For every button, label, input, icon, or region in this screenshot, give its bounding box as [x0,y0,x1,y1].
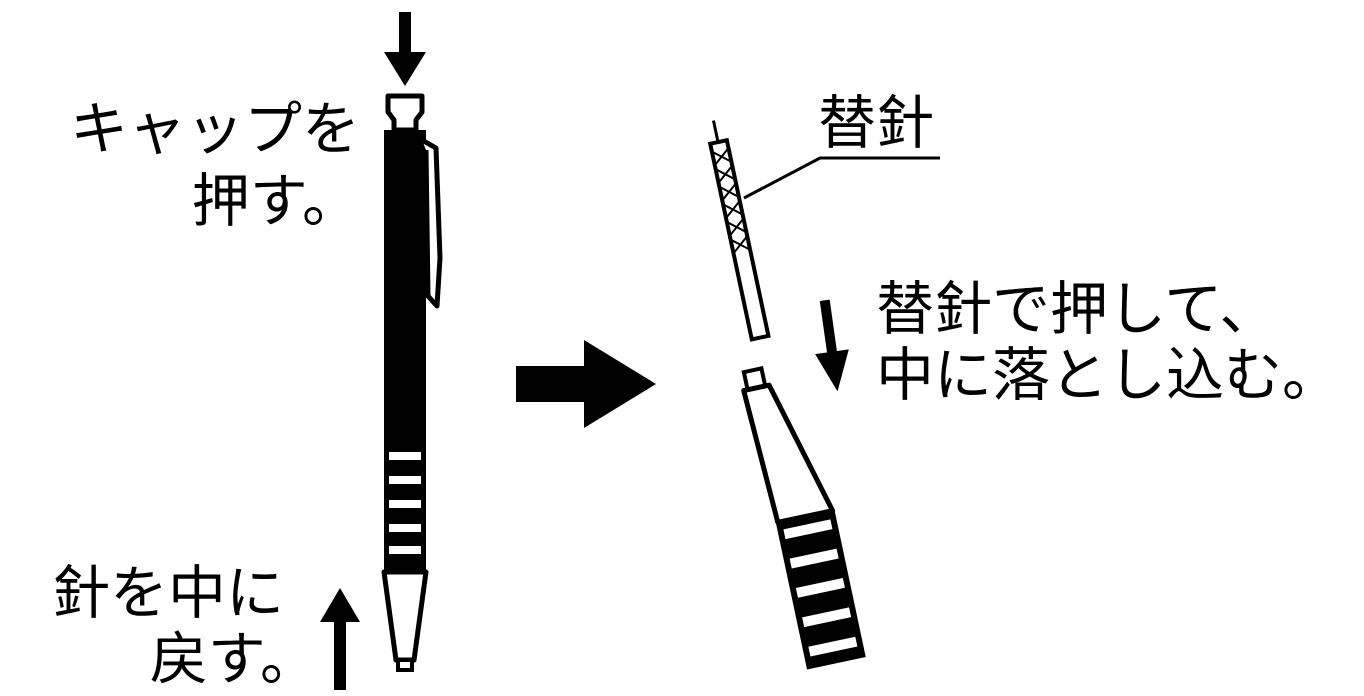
pen-barrel [384,130,426,442]
grip-stripe [808,636,858,657]
pen-left [381,93,443,672]
push-instruction-line1: 替針で押して、 [876,275,1278,343]
pen-cap [385,93,425,133]
grip-stripe [389,546,421,554]
arrow-up-icon [320,588,360,690]
grip-stripe [783,519,833,540]
cap-instruction-line2: 押す。 [191,167,360,235]
arrow-right-icon [516,340,656,428]
refill-needle-label: 替針 [818,89,935,157]
needle-leader-line [743,156,940,200]
return-instruction-line2: 戻す。 [149,625,318,693]
grip-stripe [389,452,421,460]
arrow-down-icon [384,12,426,86]
pen-tip [381,569,429,663]
grip-stripe [389,476,421,484]
grip-stripe [795,578,845,598]
cap-instruction-line1: キャップを [69,95,360,163]
pen-clip [420,137,443,309]
pen-right [741,365,866,670]
pen-right-cone [741,382,836,525]
return-instruction-line1: 針を中に [51,559,284,627]
grip-stripe [389,524,421,532]
refill-needle [707,120,771,342]
grip-stripe [389,500,421,508]
push-instruction-line2: 中に落とし込む。 [876,341,1341,409]
grip-stripe [802,607,852,628]
grip-stripe [789,548,839,569]
pen-nib [396,658,414,672]
arrow-down-small-icon [815,299,849,392]
